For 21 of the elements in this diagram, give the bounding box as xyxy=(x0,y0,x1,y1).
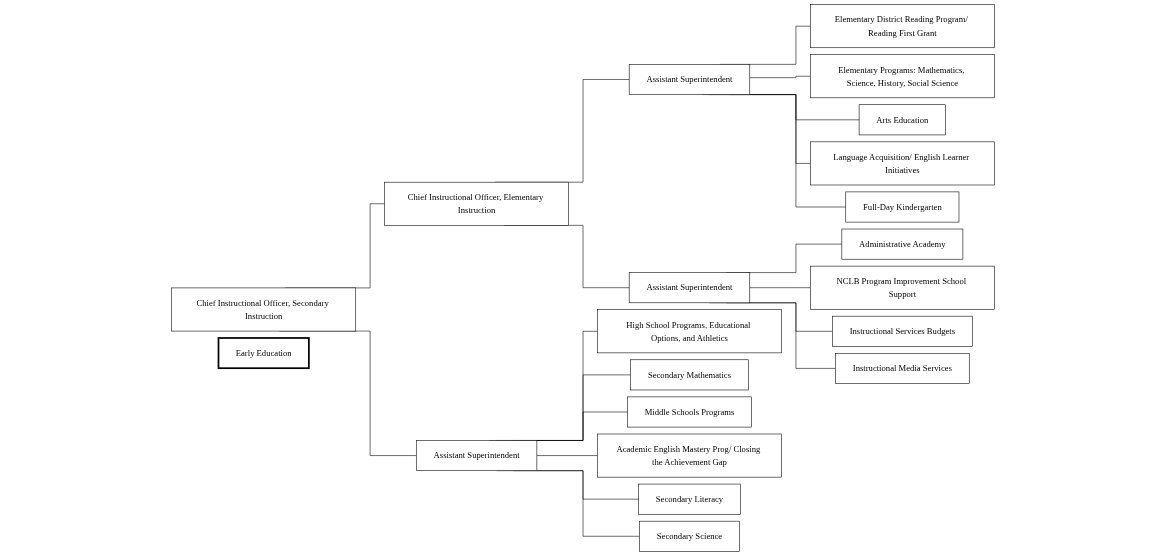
node-box: Academic English Mastery Prog/ Closing the Achievement Gap xyxy=(597,433,783,478)
node-box: NCLB Program Improvement School Support xyxy=(810,265,996,310)
node-box: Assistant Superintendent xyxy=(416,440,538,471)
node-box: High School Programs, Educational Options, and Athletics xyxy=(597,309,783,354)
node-box: Elementary Programs: Mathematics, Science, History, Social Science xyxy=(810,54,996,99)
node-box: Chief Instructional Officer, Secondary Instruction xyxy=(171,287,357,332)
node-box: Elementary District Reading Program/ Reading First Grant xyxy=(810,4,996,49)
node-box: Assistant Superintendent xyxy=(629,272,751,304)
node-box: Middle Schools Programs xyxy=(627,396,753,428)
node-box: Assistant Superintendent xyxy=(629,64,751,95)
node-box: Language Acquisition/ English Learner Initiatives xyxy=(810,141,996,186)
node-box: Chief Instructional Officer, Elementary Instruction xyxy=(384,181,570,226)
node-box: Secondary Science xyxy=(639,520,741,552)
node-box: Early Education xyxy=(218,337,311,370)
node-box: Instructional Services Budgets xyxy=(832,315,974,347)
node-box: Arts Education xyxy=(859,104,947,136)
node-box: Secondary Mathematics xyxy=(630,359,750,391)
node-box: Secondary Literacy xyxy=(638,483,742,515)
node-box: Instructional Media Services xyxy=(835,353,970,384)
node-box: Administrative Academy xyxy=(842,228,964,260)
node-box: Full-Day Kindergarten xyxy=(845,191,960,223)
